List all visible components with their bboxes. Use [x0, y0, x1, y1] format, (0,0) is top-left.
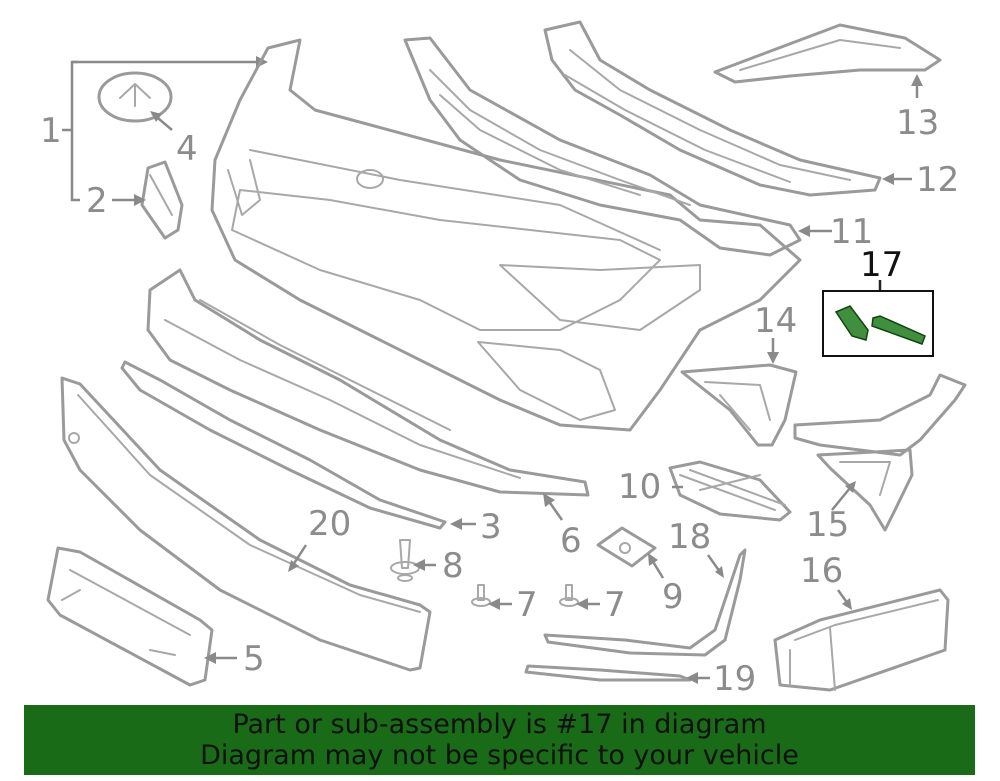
- info-banner-line-1: Part or sub-assembly is #17 in diagram: [232, 709, 767, 740]
- parts-diagram: 1 2 3 4 5 6 7 7 8 9 10 11 12 13 14 15 16…: [40, 20, 967, 699]
- part-17-inset[interactable]: [822, 280, 934, 357]
- part-13-trim: [713, 23, 942, 98]
- part-17-piece-b: [871, 315, 926, 345]
- part-12-carrier: [543, 20, 912, 197]
- callout-7a[interactable]: 7: [516, 585, 538, 625]
- part-11-reinforcement: [403, 36, 832, 257]
- part-5-bracket: [46, 546, 237, 687]
- part-3-strip: [120, 360, 476, 530]
- callout-6[interactable]: 6: [560, 521, 582, 561]
- part-8-pin: [390, 539, 436, 582]
- callout-17[interactable]: 17: [860, 245, 903, 285]
- callout-2[interactable]: 2: [86, 181, 108, 221]
- part-10-grille: [668, 460, 792, 522]
- callout-19[interactable]: 19: [713, 659, 756, 699]
- callout-group-1: [62, 56, 268, 202]
- part-17-piece-a: [834, 305, 869, 341]
- part-20-absorber: [60, 376, 432, 672]
- callout-16[interactable]: 16: [800, 551, 843, 591]
- part-18-trim: [543, 548, 747, 657]
- info-banner: Part or sub-assembly is #17 in diagram D…: [24, 705, 975, 775]
- callout-20[interactable]: 20: [308, 504, 351, 544]
- callout-1[interactable]: 1: [40, 111, 62, 151]
- callout-14[interactable]: 14: [754, 301, 797, 341]
- part-15-bracket: [793, 373, 967, 532]
- callout-3[interactable]: 3: [480, 507, 502, 547]
- part-9-clip: [596, 526, 665, 579]
- callout-9[interactable]: 9: [662, 577, 684, 617]
- part-7-screw-a: [471, 584, 512, 610]
- part-4-emblem: [97, 71, 173, 131]
- callout-4[interactable]: 4: [176, 129, 198, 169]
- callout-12[interactable]: 12: [916, 160, 959, 200]
- part-bumper-cover: [210, 38, 802, 432]
- callout-10[interactable]: 10: [618, 467, 661, 507]
- part-6-support: [146, 268, 590, 521]
- callout-8[interactable]: 8: [442, 546, 464, 586]
- callout-15[interactable]: 15: [806, 505, 849, 545]
- callout-13[interactable]: 13: [896, 103, 939, 143]
- callout-18[interactable]: 18: [668, 517, 711, 557]
- part-14-trim: [680, 338, 798, 447]
- part-7-screw-b: [559, 584, 600, 610]
- callout-5[interactable]: 5: [243, 639, 265, 679]
- part-2-clip: [112, 160, 184, 240]
- part-16-bracket: [773, 588, 950, 692]
- callout-7b[interactable]: 7: [604, 585, 626, 625]
- part-19-strip: [524, 664, 710, 684]
- info-banner-line-2: Diagram may not be specific to your vehi…: [200, 740, 799, 771]
- callout-11[interactable]: 11: [830, 212, 873, 252]
- callout-labels: 1 2 3 4 5 6 7 7 8 9 10 11 12 13 14 15 16…: [40, 103, 959, 699]
